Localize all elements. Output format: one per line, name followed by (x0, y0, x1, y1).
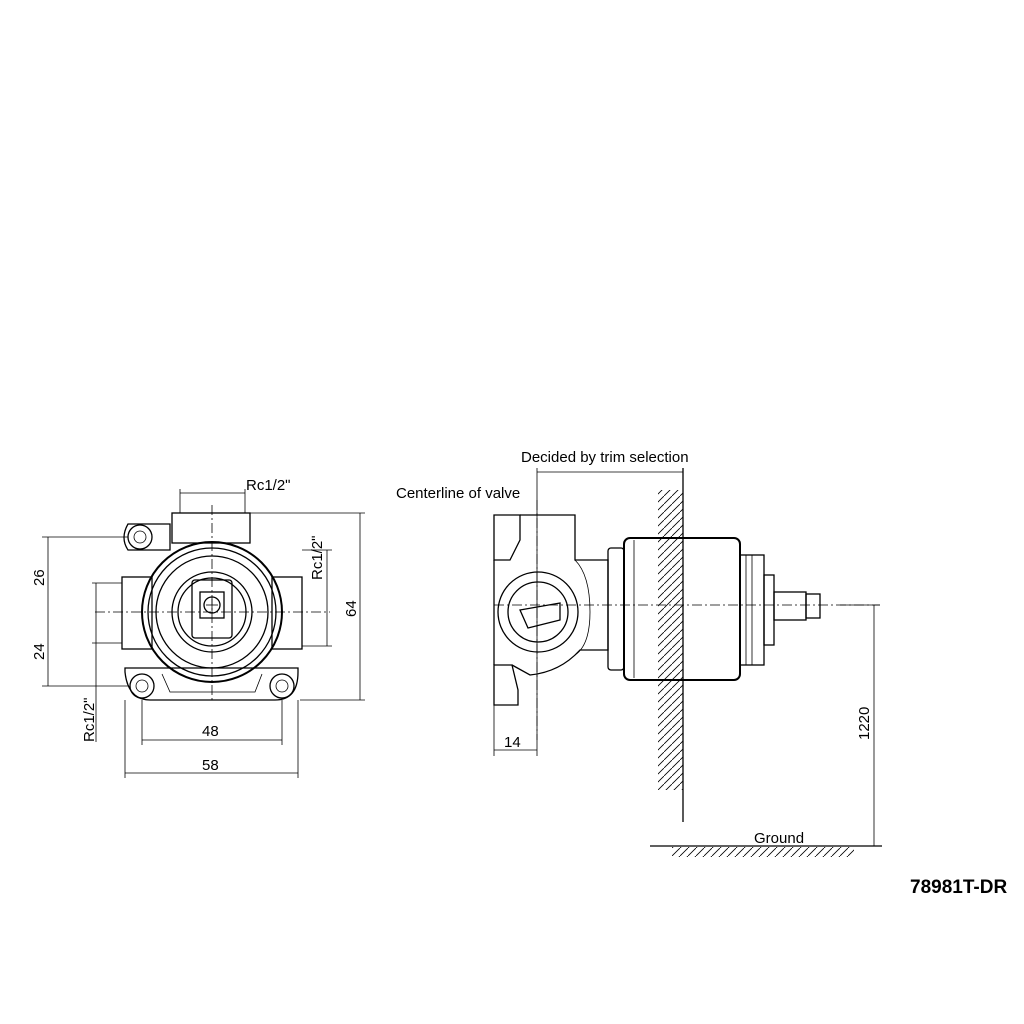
centerline-note: Centerline of valve (396, 485, 520, 502)
cartridge (607, 537, 775, 681)
ground-label: Ground (754, 830, 804, 847)
valve-stem (773, 591, 821, 621)
dim-mount-inner: 48 (202, 723, 219, 740)
valve-body-side (493, 514, 609, 706)
dim-left-port: Rc1/2ʺ (81, 697, 98, 742)
side-view: Decided by trim selection Centerline of … (396, 449, 882, 857)
lower-mounting-plate (124, 667, 299, 701)
dim-mount-outer: 58 (202, 757, 219, 774)
top-port-boss (171, 512, 251, 544)
left-port-boss (121, 576, 153, 650)
model-number: 78981T-DR (910, 877, 1007, 898)
dim-lower-offset: 24 (31, 643, 48, 660)
dim-height-from-ground: 1220 (856, 707, 873, 740)
front-view: Rc1/2ʺ Rc1/2ʺ 64 26 24 Rc1/2ʺ 48 58 (31, 477, 365, 778)
dim-height: 64 (343, 600, 360, 617)
right-port-boss (271, 576, 303, 650)
dim-right-port: Rc1/2ʺ (309, 535, 326, 580)
dim-upper-offset: 26 (31, 569, 48, 586)
ground-hatch (672, 847, 854, 857)
dim-top-port: Rc1/2ʺ (246, 477, 291, 494)
wall-hatch (658, 490, 683, 790)
trim-note: Decided by trim selection (521, 449, 689, 466)
dim-depth: 14 (504, 734, 521, 751)
upper-mounting-ear (123, 523, 171, 551)
valve-body-front (141, 541, 283, 683)
